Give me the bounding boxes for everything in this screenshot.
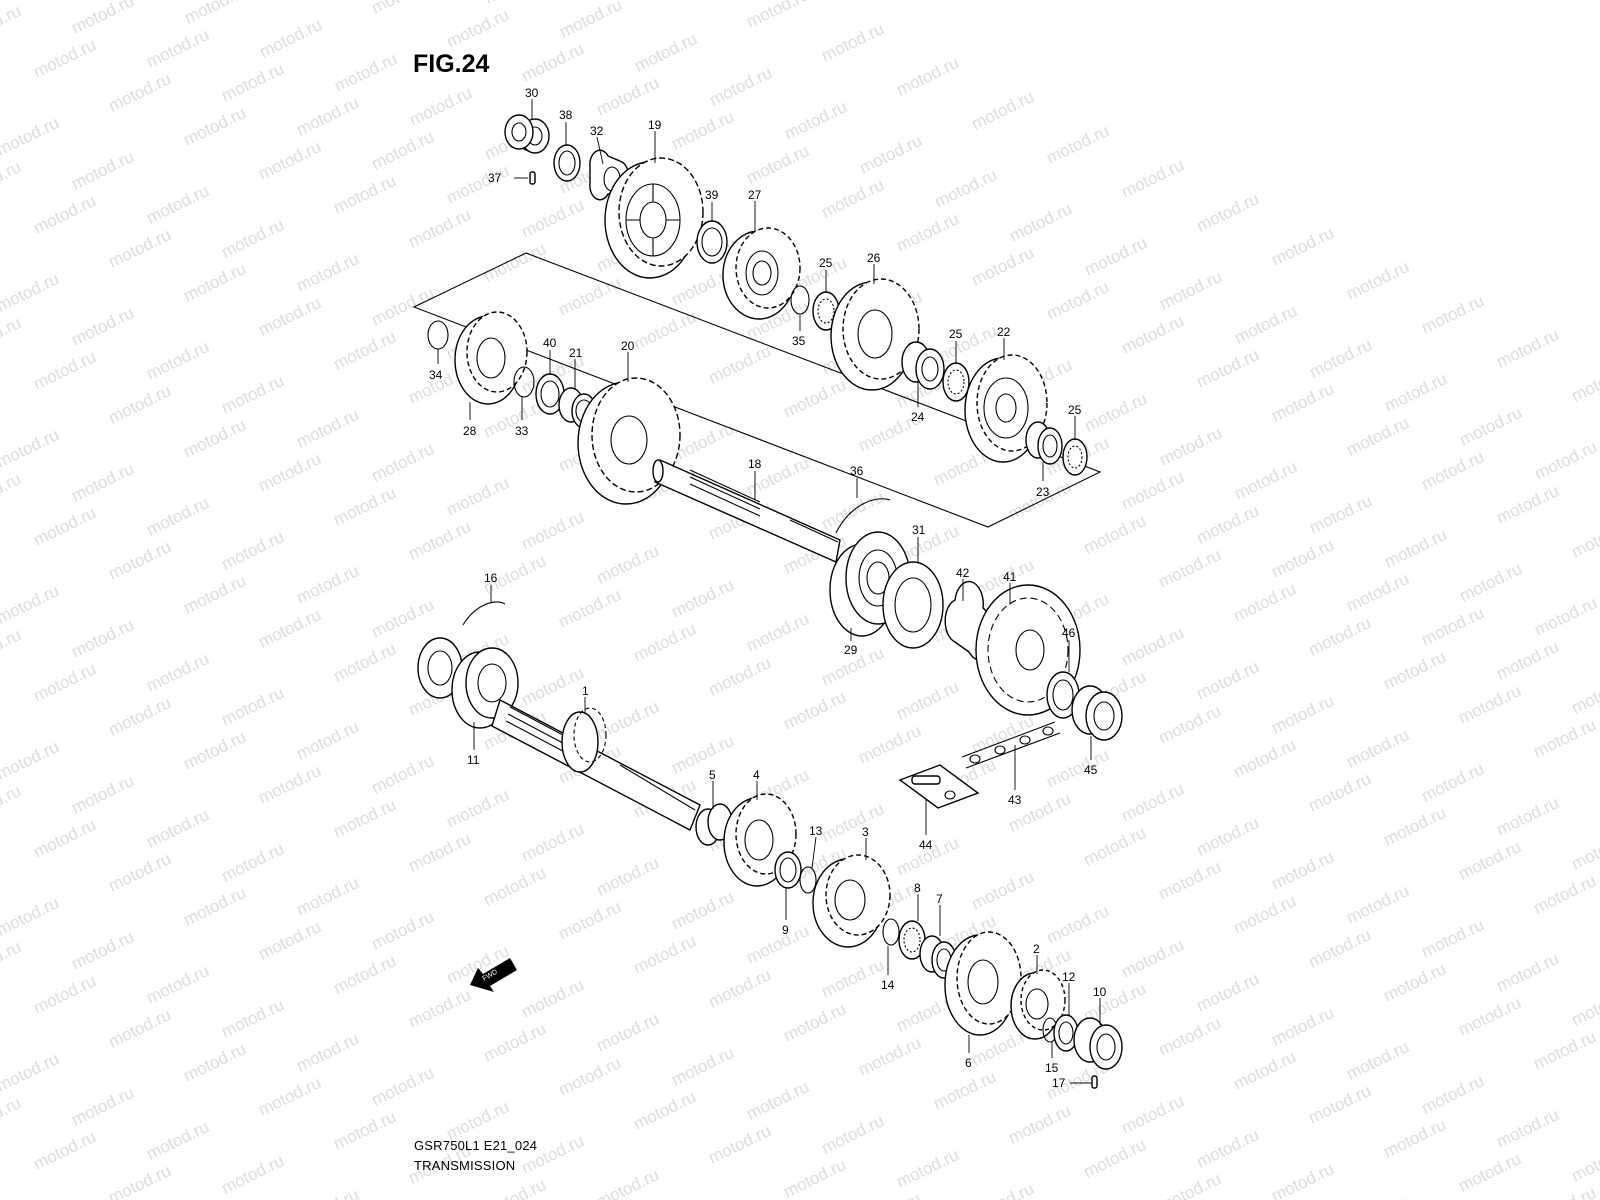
part-2-gear [1010,969,1066,1040]
part-1-driveshaft [491,698,701,831]
part-18-countershaft [652,459,841,563]
part-36-circlip [835,498,891,534]
part-44-chain-joint [898,764,980,809]
part-16-circlip [462,601,506,626]
callout-22: 22 [997,325,1011,339]
part-17-pin [1091,1075,1098,1089]
callout-11: 11 [467,753,480,767]
callout-28: 28 [463,424,477,438]
part-13-circlip [799,866,817,894]
callout-34: 34 [429,368,443,382]
part-33-circlip [513,366,535,398]
section-name: TRANSMISSION [414,1158,516,1173]
callout-14: 14 [881,978,895,992]
callout-45: 45 [1084,763,1098,777]
callout-7: 7 [936,892,943,906]
part-4-gear [723,793,797,887]
part-34-circlip [427,320,449,350]
model-code: GSR750L1 E21_024 [414,1138,538,1153]
callout-18: 18 [748,457,762,471]
part-38-washer [553,144,581,182]
callout-20: 20 [621,339,635,353]
callout-29: 29 [844,643,858,657]
callout-labels: 30 38 32 19 37 39 27 25 26 35 25 22 24 2… [429,86,1107,1090]
callout-46: 46 [1062,626,1076,640]
callout-41: 41 [1003,570,1017,584]
callout-38: 38 [559,108,573,122]
callout-3: 3 [862,825,869,839]
part-6-gear [944,931,1022,1036]
part-46-washer [1046,671,1080,719]
callout-2: 2 [1033,942,1040,956]
callout-25-c: 25 [1068,403,1082,417]
part-39-washer [696,220,728,264]
fwd-arrow-icon: FWD [470,958,517,992]
callout-4: 4 [753,768,760,782]
callout-33: 33 [515,424,529,438]
part-28-gear [454,311,528,405]
part-19-gear [604,157,704,279]
part-24-bearing [901,341,945,390]
callout-1: 1 [582,684,589,698]
part-26-gear [830,278,920,391]
callout-16: 16 [484,571,498,585]
figure-title: FIG.24 [413,50,490,78]
callout-42: 42 [956,566,970,580]
callout-21: 21 [569,346,583,360]
callout-37: 37 [488,171,502,185]
callout-10: 10 [1093,985,1107,999]
part-35-circlip [790,285,810,315]
part-3-gear [812,854,891,948]
part-11-bearing [417,637,519,729]
part-25-washer-c [1062,438,1088,476]
callout-6: 6 [965,1056,972,1070]
callout-35: 35 [792,334,806,348]
part-30-bearing [504,114,550,154]
callout-31: 31 [912,523,926,537]
part-25-washer-b [942,362,970,402]
callout-23: 23 [1036,485,1050,499]
callout-5: 5 [709,768,716,782]
subassembly-frame [412,252,1102,528]
part-10-bearing [1073,1017,1123,1070]
callout-12: 12 [1062,970,1076,984]
callout-24: 24 [911,410,925,424]
part-9-washer [774,851,802,889]
part-23-bearing [1025,421,1063,465]
callout-39: 39 [705,188,719,202]
part-27-gear [722,227,801,320]
leader-lines [437,99,1101,1084]
callout-25-b: 25 [949,327,963,341]
callout-27: 27 [748,188,762,202]
part-45-nut [1071,685,1123,741]
callout-44: 44 [919,838,933,852]
part-31-washer [882,561,944,649]
callout-32: 32 [590,124,604,138]
part-43-drive-chain [961,721,1061,769]
callout-8: 8 [914,881,921,895]
callout-40: 40 [543,336,557,350]
callout-43: 43 [1008,793,1022,807]
callout-15: 15 [1045,1061,1059,1075]
callout-9: 9 [782,923,789,937]
callout-30: 30 [525,86,539,100]
part-37-pin [529,171,536,185]
callout-17: 17 [1052,1076,1066,1090]
callout-36: 36 [850,464,864,478]
callout-25-a: 25 [819,256,833,270]
callout-13: 13 [809,824,823,838]
callout-19: 19 [648,118,662,132]
part-14-circlip [882,918,900,946]
callout-26: 26 [867,251,881,265]
